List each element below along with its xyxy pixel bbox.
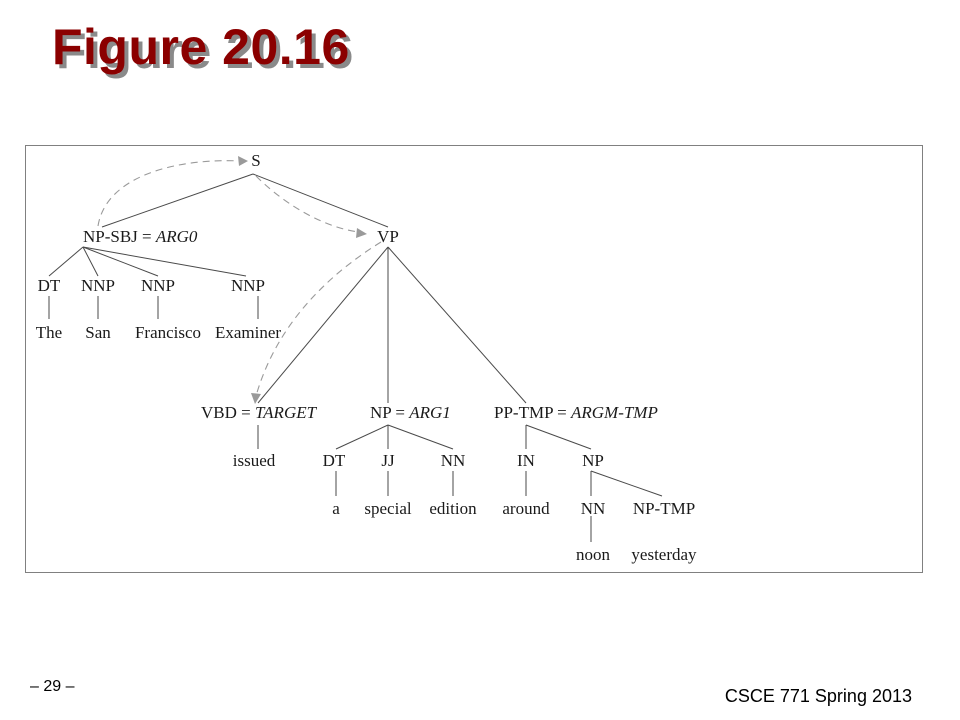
node-s: S	[251, 151, 260, 170]
word-obj-2: edition	[429, 499, 477, 518]
parse-tree-diagram: S NP-SBJ = ARG0 VP DT NNP NNP NNP The Sa…	[36, 151, 697, 564]
arc-npsbj-to-s	[97, 160, 242, 227]
slide-title: Figure 20.16	[52, 19, 350, 75]
tree-edges	[48, 173, 663, 542]
node-pp-np: NP	[582, 451, 604, 470]
word-subj-0: The	[36, 323, 62, 342]
node-np-sbj: NP-SBJ = ARG0	[83, 227, 198, 246]
tag-obj-0: DT	[323, 451, 346, 470]
edge-s-npsbj	[101, 173, 254, 228]
word-vbd: issued	[233, 451, 276, 470]
tag-inner-0: NN	[581, 499, 606, 518]
node-pp-tmp: PP-TMP = ARGM-TMP	[494, 403, 658, 422]
word-obj-1: special	[364, 499, 411, 518]
edge-npsbj-dt	[48, 246, 84, 277]
edge-vp-vbd	[257, 246, 389, 404]
edge-npsbj-nnp1	[82, 246, 99, 277]
edge-np-dt	[335, 424, 389, 450]
arc-s-to-vp	[255, 175, 360, 233]
edge-np-nptmp	[590, 470, 663, 497]
word-subj-2: Francisco	[135, 323, 201, 342]
node-vbd: VBD = TARGET	[201, 403, 318, 422]
page-number: – 29 –	[30, 678, 75, 695]
edge-np-nn	[387, 424, 454, 450]
arrowhead-vp-icon	[356, 228, 367, 238]
tag-subj-3: NNP	[231, 276, 265, 295]
tag-obj-1: JJ	[381, 451, 395, 470]
edge-vp-pptmp	[387, 246, 527, 404]
node-vp: VP	[377, 227, 399, 246]
tag-subj-0: DT	[38, 276, 61, 295]
tag-obj-2: NN	[441, 451, 466, 470]
edge-npsbj-nnp2	[82, 246, 159, 277]
tag-inner-1: NP-TMP	[633, 499, 695, 518]
dashed-arcs	[97, 156, 382, 404]
word-subj-1: San	[85, 323, 111, 342]
tag-subj-2: NNP	[141, 276, 175, 295]
word-inner-0: noon	[576, 545, 611, 564]
edge-s-vp	[252, 173, 389, 228]
edge-pptmp-np	[525, 424, 592, 450]
parse-tree-figure: S NP-SBJ = ARG0 VP DT NNP NNP NNP The Sa…	[25, 145, 923, 573]
word-obj-0: a	[332, 499, 340, 518]
edge-npsbj-nnp3	[82, 246, 247, 277]
word-in: around	[502, 499, 550, 518]
word-inner-1: yesterday	[631, 545, 697, 564]
word-subj-3: Examiner	[215, 323, 281, 342]
tree-labels: S NP-SBJ = ARG0 VP DT NNP NNP NNP The Sa…	[36, 151, 697, 564]
tag-in: IN	[517, 451, 535, 470]
arrowhead-s-icon	[238, 156, 248, 166]
course-footer: CSCE 771 Spring 2013	[724, 686, 912, 706]
arrowhead-vbd-icon	[251, 393, 261, 404]
node-np-obj: NP = ARG1	[370, 403, 451, 422]
tag-subj-1: NNP	[81, 276, 115, 295]
arc-vp-to-vbd	[255, 241, 382, 397]
